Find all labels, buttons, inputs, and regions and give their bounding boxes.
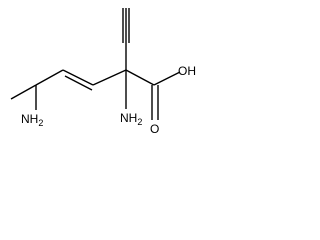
structure-diagram: NH2 NH2 OH O: [0, 0, 230, 154]
amine-center-label: NH2: [120, 111, 142, 127]
bond-c2-c3: [35, 69, 64, 86]
bond-c4-c5: [92, 69, 127, 86]
amine-left-label: NH2: [21, 112, 43, 128]
bond-c8-oh: [153, 71, 181, 86]
amine-center-main: NH: [120, 111, 137, 125]
amine-center-sub: 2: [137, 117, 142, 127]
bond-methyl: [10, 84, 37, 100]
hydroxyl-label: OH: [178, 64, 196, 78]
bond-c3-c4-b: [64, 75, 93, 91]
amine-left-main: NH: [21, 112, 38, 126]
bond-c5-c8: [125, 69, 155, 86]
amine-left-sub: 2: [38, 118, 43, 128]
molecule-drawing: NH2 NH2 OH O: [10, 8, 196, 136]
bond-c3-c4-a: [62, 69, 94, 86]
carbonyl-oxygen-label: O: [150, 122, 159, 136]
